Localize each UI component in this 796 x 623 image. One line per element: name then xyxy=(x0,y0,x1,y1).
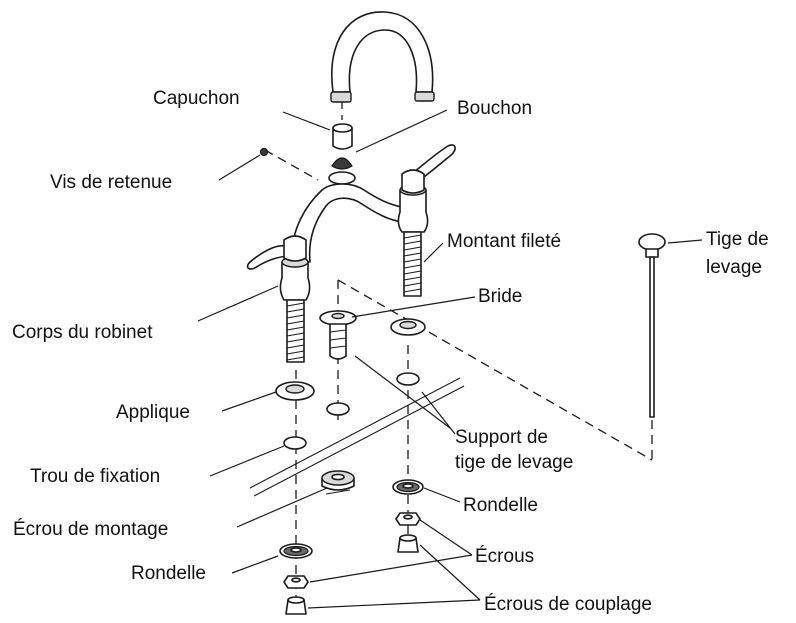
label-bride: Bride xyxy=(478,286,522,307)
right-washer xyxy=(392,479,424,495)
label-support-line1: Support de xyxy=(455,427,548,448)
right-nut xyxy=(395,512,421,526)
label-bouchon: Bouchon xyxy=(457,98,532,119)
bouchon-part xyxy=(328,157,356,185)
vis-de-retenue-part xyxy=(259,147,269,157)
right-threaded-shank xyxy=(403,231,422,297)
capuchon-part xyxy=(332,123,353,150)
ecrou-de-montage-part xyxy=(321,470,355,495)
label-tige-de-levage-line2: levage xyxy=(706,257,762,278)
label-capuchon: Capuchon xyxy=(153,88,240,109)
left-coupling-nut xyxy=(285,596,307,615)
label-ecrou-de-montage: Écrou de montage xyxy=(13,519,168,540)
label-tige-de-levage-line1: Tige de xyxy=(706,229,769,250)
label-ecrous: Écrous xyxy=(475,546,534,567)
spout xyxy=(330,11,435,103)
leader-lines xyxy=(197,109,703,609)
right-handle xyxy=(401,144,456,194)
left-washer xyxy=(279,543,313,559)
label-rondelle-right: Rondelle xyxy=(463,495,538,516)
left-nut xyxy=(283,575,309,589)
label-montant-filete: Montant fileté xyxy=(447,231,561,252)
alignment-lines xyxy=(264,85,653,600)
label-ecrous-de-couplage: Écrous de couplage xyxy=(484,594,652,615)
applique-part xyxy=(275,381,315,401)
right-coupling-nut xyxy=(397,534,419,553)
label-corps-du-robinet: Corps du robinet xyxy=(12,322,153,343)
tige-de-levage-part xyxy=(638,233,666,418)
right-escutcheon xyxy=(390,318,426,336)
mounting-holes xyxy=(283,372,420,450)
label-trou-de-fixation: Trou de fixation xyxy=(30,466,160,487)
label-rondelle-left: Rondelle xyxy=(131,563,206,584)
callout-labels: Capuchon Bouchon Vis de retenue Montant … xyxy=(12,88,769,615)
left-threaded-shank xyxy=(286,299,305,363)
label-support-line2: tige de levage xyxy=(455,452,573,473)
label-vis-de-retenue: Vis de retenue xyxy=(50,172,172,193)
label-applique: Applique xyxy=(116,402,190,423)
left-handle xyxy=(246,235,307,270)
bride-part xyxy=(319,310,357,360)
